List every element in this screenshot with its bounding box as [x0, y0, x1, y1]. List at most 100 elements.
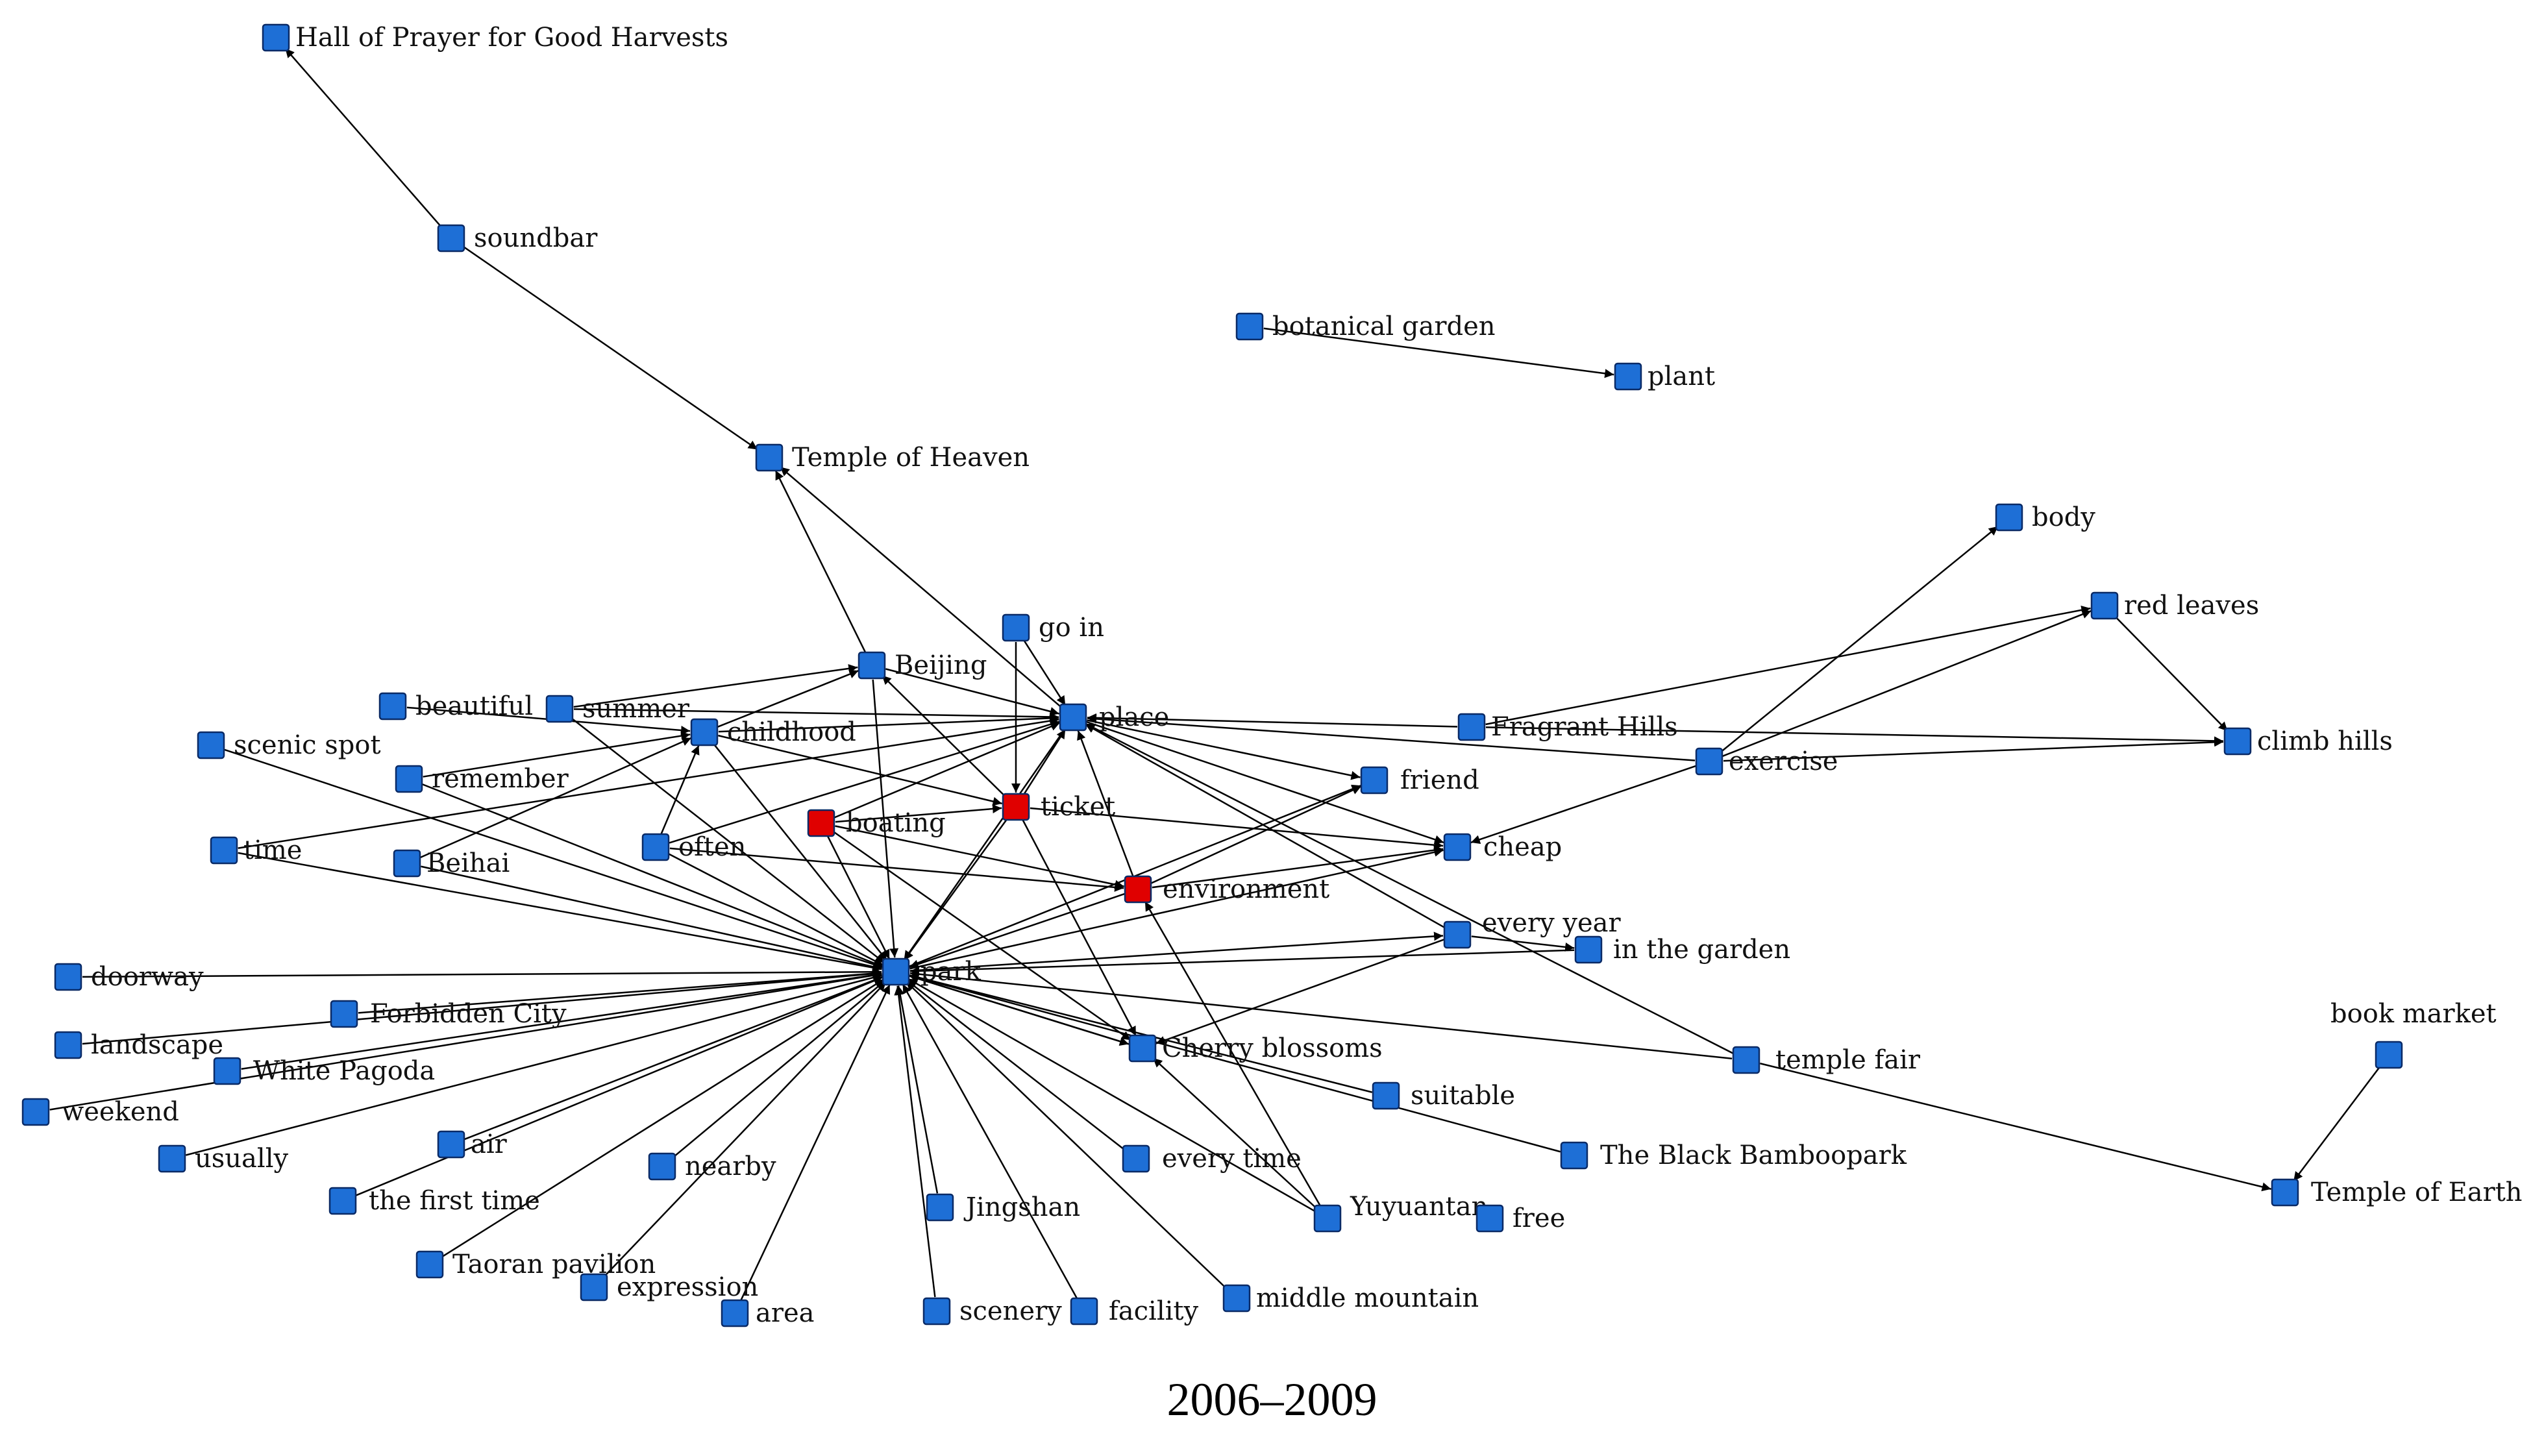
edge-everytime-to-park	[906, 980, 1126, 1151]
edge-redleaves-to-climb	[2114, 615, 2229, 732]
edge-goin-to-place	[1022, 639, 1067, 706]
edge-everyyear-to-place	[1085, 723, 1446, 929]
node-air: air	[437, 1129, 508, 1159]
node-label-area: area	[756, 1298, 815, 1328]
edge-boating-to-park	[826, 835, 891, 959]
edge-fragrant-to-place	[1087, 713, 1458, 728]
node-marker-inthegarden	[1574, 935, 1603, 964]
edge-time-to-park	[238, 852, 882, 972]
edge-beijing-to-heaven	[774, 470, 867, 653]
edge-layer	[49, 47, 2381, 1301]
edge-time-to-place	[238, 716, 1059, 849]
node-body: body	[1995, 502, 2095, 532]
node-marker-usually	[158, 1144, 186, 1173]
node-label-air: air	[471, 1129, 508, 1159]
node-marker-botanical	[1235, 312, 1264, 341]
edge-summer-to-place	[573, 708, 1059, 722]
node-marker-beihai	[393, 849, 421, 878]
node-label-remember: remember	[432, 764, 569, 794]
node-environment: environment	[1124, 874, 1329, 904]
node-soundbar: soundbar	[437, 223, 598, 253]
node-childhood: childhood	[690, 717, 856, 747]
edge-beihai-to-park	[421, 865, 882, 972]
edge-ticket-to-park	[903, 818, 1009, 961]
node-everytime: every time	[1122, 1144, 1302, 1174]
edge-place-to-cheap	[1086, 721, 1444, 845]
node-hall: Hall of Prayer for Good Harvests	[262, 23, 728, 53]
node-label-beihai: Beihai	[426, 848, 510, 878]
node-templefair: temple fair	[1732, 1045, 1921, 1075]
node-marker-goin	[1002, 613, 1030, 642]
node-label-templefair: temple fair	[1775, 1045, 1921, 1075]
node-label-everytime: every time	[1162, 1144, 1302, 1174]
node-summer: summer	[545, 694, 690, 724]
node-goin: go in	[1002, 613, 1104, 643]
edge-taoran-to-park	[441, 978, 885, 1258]
node-marker-heaven	[755, 443, 784, 472]
edge-templefair-to-earth	[1760, 1063, 2271, 1192]
edge-bookmarket-to-earth	[2293, 1065, 2381, 1182]
node-label-inthegarden: in the garden	[1613, 935, 1790, 965]
node-marker-bookmarket	[2375, 1041, 2403, 1069]
node-marker-park	[882, 957, 910, 986]
node-bookmarket: book market	[2330, 999, 2497, 1069]
node-label-often: often	[678, 832, 746, 862]
edge-botanical-to-plant	[1263, 327, 1614, 378]
node-ticket: ticket	[1002, 792, 1115, 822]
node-nearby: nearby	[648, 1152, 776, 1181]
node-marker-everyyear	[1443, 920, 1472, 949]
edge-place-to-park	[903, 728, 1066, 961]
node-free: free	[1476, 1203, 1565, 1233]
node-fragrant: Fragrant Hills	[1457, 712, 1678, 742]
edge-remember-to-childhood	[423, 731, 691, 778]
node-label-expression: expression	[617, 1272, 758, 1302]
node-label-scenic: scenic spot	[234, 730, 381, 760]
node-earth: Temple of Earth	[2271, 1178, 2523, 1207]
node-marker-often	[641, 833, 670, 861]
node-label-scenery: scenery	[959, 1296, 1062, 1326]
edge-firsttime-to-park	[355, 976, 883, 1196]
edge-usually-to-park	[185, 973, 883, 1156]
edge-weekend-to-park	[49, 970, 882, 1111]
node-label-beautiful: beautiful	[415, 691, 533, 721]
node-remember: remember	[395, 764, 569, 794]
node-label-body: body	[2032, 502, 2095, 532]
node-label-childhood: childhood	[727, 717, 856, 747]
node-marker-redleaves	[2090, 591, 2119, 620]
node-firsttime: the first time	[328, 1186, 540, 1216]
node-label-suitable: suitable	[1411, 1081, 1515, 1111]
node-marker-scenic	[197, 731, 225, 759]
edge-fragrant-to-redleaves	[1485, 605, 2091, 726]
node-beijing: Beijing	[858, 650, 987, 680]
node-marker-taoran	[415, 1250, 444, 1279]
node-everyyear: every year	[1443, 908, 1621, 949]
node-marker-earth	[2271, 1178, 2299, 1207]
node-marker-cherry	[1128, 1034, 1157, 1063]
node-suitable: suitable	[1372, 1081, 1515, 1111]
node-label-cherry: Cherry blossoms	[1162, 1033, 1383, 1063]
node-marker-beautiful	[378, 692, 407, 721]
edge-beijing-to-park	[872, 679, 899, 958]
edge-park-to-cherry	[909, 975, 1130, 1046]
node-label-redleaves: red leaves	[2124, 591, 2259, 621]
edge-everyyear-to-cherry	[1155, 939, 1444, 1045]
node-label-climb: climb hills	[2257, 726, 2393, 756]
node-friend: friend	[1360, 765, 1479, 795]
node-marker-weekend	[21, 1098, 50, 1126]
edge-expression-to-park	[603, 981, 887, 1277]
node-label-exercise: exercise	[1729, 747, 1838, 776]
node-label-friend: friend	[1400, 765, 1479, 795]
edge-inthegarden-to-park	[909, 949, 1575, 976]
node-label-soundbar: soundbar	[474, 223, 598, 253]
edge-ticket-to-cherry	[1022, 819, 1137, 1037]
node-scenery: scenery	[922, 1296, 1062, 1326]
node-marker-firsttime	[328, 1187, 357, 1215]
node-marker-summer	[545, 695, 574, 723]
edge-fragrant-to-climb	[1485, 726, 2224, 746]
edge-exercise-to-climb	[1723, 737, 2224, 762]
edge-boating-to-cherry	[832, 830, 1131, 1041]
node-layer: Hall of Prayer for Good Harvests soundbar…	[21, 23, 2523, 1328]
node-marker-time	[210, 836, 238, 865]
node-marker-area	[721, 1299, 749, 1327]
edge-everyyear-to-inthegarden	[1471, 935, 1575, 952]
